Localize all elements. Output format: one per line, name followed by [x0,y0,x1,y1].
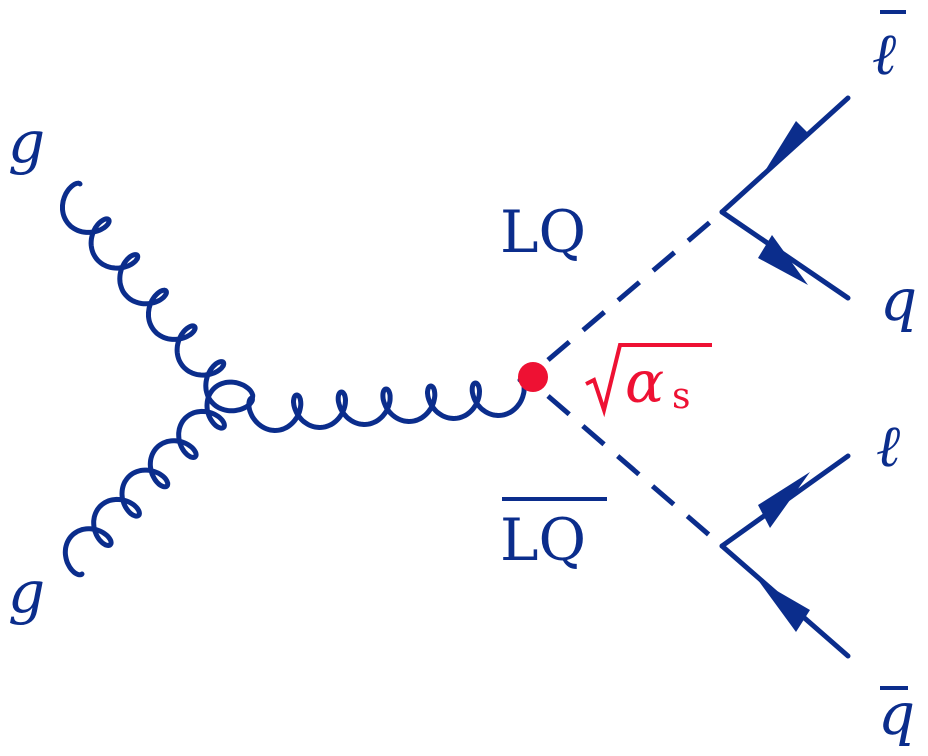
gluon-bottom-label: g [8,558,45,626]
sqrt-sign [585,343,712,418]
antiquark-label: q [878,680,915,748]
leptoquark-label: LQ [500,198,586,266]
antilepton-label: ℓ [872,20,896,88]
gluon-top-label: g [8,108,45,176]
incoming-gluon-top [60,180,255,414]
coupling-subscript: s [672,376,690,417]
gluon-propagator [246,377,527,434]
quark-arrow [758,235,808,285]
leptoquark-line [546,210,724,362]
anti-leptoquark-label: LQ [500,506,586,574]
anti-leptoquark-line [546,394,724,548]
lepton-arrow [758,472,810,528]
vertex-dot [518,362,548,392]
quark-label: q [880,266,917,334]
lepton-label: ℓ [876,412,900,480]
incoming-gluon-bottom [62,379,256,578]
antiquark-arrow [758,580,810,632]
coupling-alpha: α [625,348,664,416]
antilepton-arrow [758,121,810,182]
